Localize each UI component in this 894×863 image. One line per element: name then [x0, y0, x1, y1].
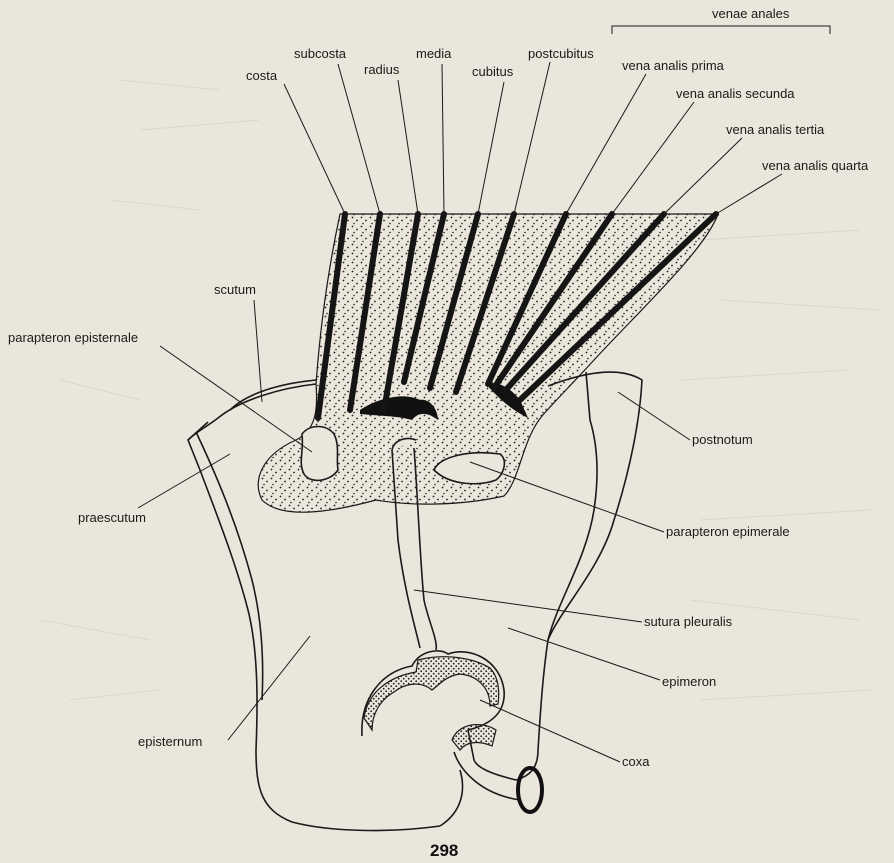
leader-parapteron-episternale [160, 346, 312, 452]
label-vena-analis-tertia: vena analis tertia [726, 122, 825, 137]
coxa-articulation-ring [518, 768, 542, 812]
leader-coxa [480, 700, 620, 762]
label-sutura-pleuralis: sutura pleuralis [644, 614, 733, 629]
label-coxa: coxa [622, 754, 650, 769]
leader-sutura-pleuralis [414, 590, 642, 622]
label-scutum: scutum [214, 282, 256, 297]
coxa-band-2 [452, 725, 496, 750]
venae-anales-bracket [612, 26, 830, 34]
posterior-outline [516, 372, 642, 780]
label-epimeron: epimeron [662, 674, 716, 689]
leader-scutum [254, 300, 262, 402]
leader-vena-analis-tertia [664, 138, 742, 214]
label-episternum: episternum [138, 734, 202, 749]
leader-postnotum [618, 392, 690, 440]
label-parapteron-epimerale: parapteron epimerale [666, 524, 790, 539]
label-costa: costa [246, 68, 278, 83]
leader-radius [398, 80, 418, 214]
leader-postcubitus [514, 62, 550, 214]
leader-praescutum [138, 454, 230, 508]
label-postcubitus: postcubitus [528, 46, 594, 61]
leader-media [442, 64, 444, 214]
leader-epimeron [508, 628, 660, 680]
coxa-structure [362, 651, 542, 826]
label-venae-anales: venae anales [712, 6, 790, 21]
label-vena-analis-secunda: vena analis secunda [676, 86, 795, 101]
label-subcosta: subcosta [294, 46, 347, 61]
page-number: 298 [430, 841, 458, 860]
label-radius: radius [364, 62, 400, 77]
leader-vena-analis-prima [566, 74, 646, 214]
praescutum-inner-edge [196, 432, 263, 700]
label-vena-analis-quarta: vena analis quarta [762, 158, 869, 173]
label-cubitus: cubitus [472, 64, 514, 79]
leader-episternum [228, 636, 310, 740]
label-parapteron-episternale: parapteron episternale [8, 330, 138, 345]
coxa-stippled-band [364, 657, 499, 730]
label-vena-analis-prima: vena analis prima [622, 58, 725, 73]
coxa-lower-edge [454, 752, 520, 800]
leader-vena-analis-quarta [716, 174, 782, 214]
coxa-base-edge [440, 770, 463, 826]
label-media: media [416, 46, 452, 61]
leader-subcosta [338, 64, 380, 214]
scutum-edge [230, 380, 316, 410]
parapteron-episternale-sclerite [301, 427, 338, 481]
leader-costa [284, 84, 345, 214]
label-praescutum: praescutum [78, 510, 146, 525]
leader-cubitus [478, 82, 504, 214]
label-postnotum: postnotum [692, 432, 753, 447]
